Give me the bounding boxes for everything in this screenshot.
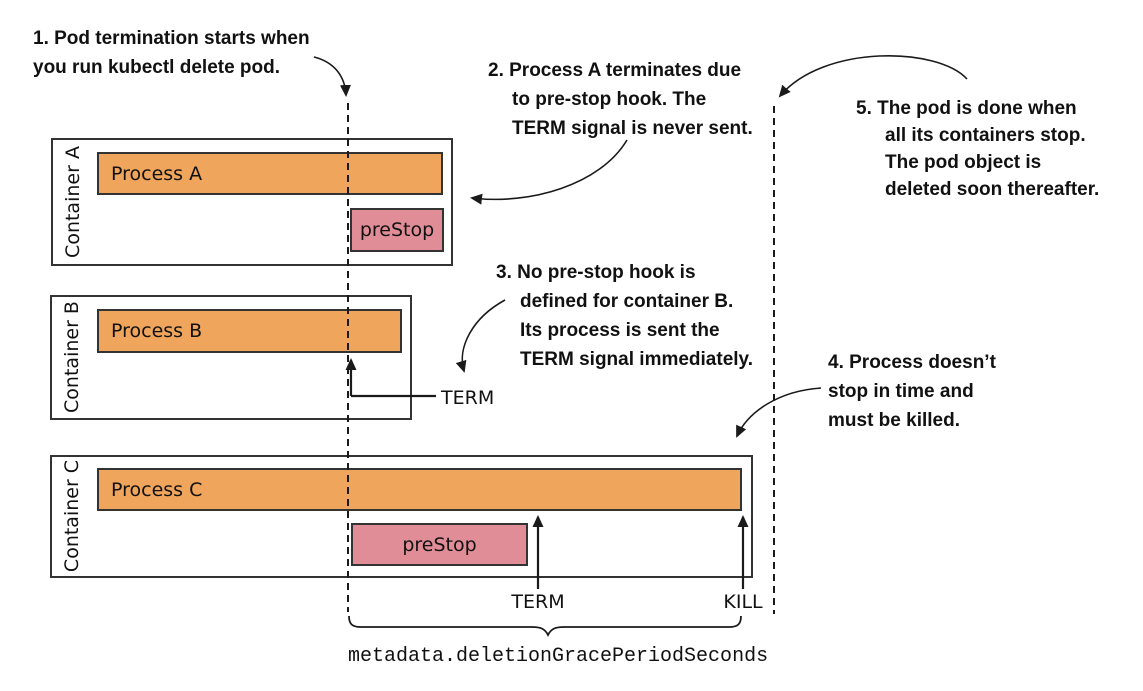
container-b-label: Container B (61, 301, 83, 413)
term-b-label: TERM (441, 387, 495, 409)
annotation-2-arrow (470, 139, 628, 205)
process-c-bar: Process C (97, 468, 742, 511)
annotation-5-line: The pod object is (885, 152, 1042, 173)
grace-period-label: metadata.deletionGracePeriodSeconds (348, 645, 769, 668)
process-a-label: Process A (111, 162, 203, 185)
annotation-5-line: deleted soon thereafter. (885, 179, 1100, 200)
grace-period-brace (348, 615, 742, 638)
prestop-c-label: preStop (402, 533, 477, 556)
kill-c-label: KILL (723, 591, 763, 613)
annotation-4-arrow (736, 387, 822, 438)
annotation-1: 1. Pod termination starts when you run k… (33, 24, 310, 82)
annotation-4-line: stop in time and (828, 381, 974, 402)
annotation-5-line: 5. The pod is done when (856, 98, 1077, 119)
process-a-bar: Process A (97, 152, 443, 195)
annotation-1-line: 1. Pod termination starts when (33, 28, 310, 49)
annotation-4-line: 4. Process doesn’t (828, 352, 996, 373)
annotation-5-arrow (778, 55, 968, 98)
process-c-label: Process C (111, 478, 203, 501)
annotation-4: 4. Process doesn’t stop in time and must… (828, 348, 996, 435)
annotation-2: 2. Process A terminates due to pre-stop … (488, 56, 753, 143)
prestop-c-box: preStop (351, 523, 528, 566)
annotation-2-line: 2. Process A terminates due (488, 60, 742, 81)
prestop-a-label: preStop (359, 219, 435, 241)
process-b-bar: Process B (97, 309, 402, 353)
container-c-label: Container C (61, 459, 83, 573)
annotation-3: 3. No pre-stop hook is defined for conta… (496, 258, 753, 374)
process-b-label: Process B (111, 320, 203, 342)
annotation-4-line: must be killed. (828, 410, 960, 431)
annotation-3-line: defined for container B. (520, 291, 734, 312)
annotation-5: 5. The pod is done when all its containe… (856, 95, 1099, 203)
prestop-a-box: preStop (350, 208, 444, 252)
annotation-1-arrow (313, 56, 351, 97)
container-a-label: Container A (62, 146, 84, 258)
annotation-3-line: TERM signal immediately. (520, 349, 753, 370)
annotation-5-line: all its containers stop. (885, 125, 1086, 146)
annotation-2-line: to pre-stop hook. The (512, 89, 707, 110)
term-c-label: TERM (511, 591, 565, 613)
annotation-3-line: 3. No pre-stop hook is (496, 262, 696, 283)
annotation-2-line: TERM signal is never sent. (512, 118, 753, 139)
annotation-1-line: you run kubectl delete pod. (33, 57, 281, 78)
annotation-3-line: Its process is sent the (520, 320, 720, 341)
